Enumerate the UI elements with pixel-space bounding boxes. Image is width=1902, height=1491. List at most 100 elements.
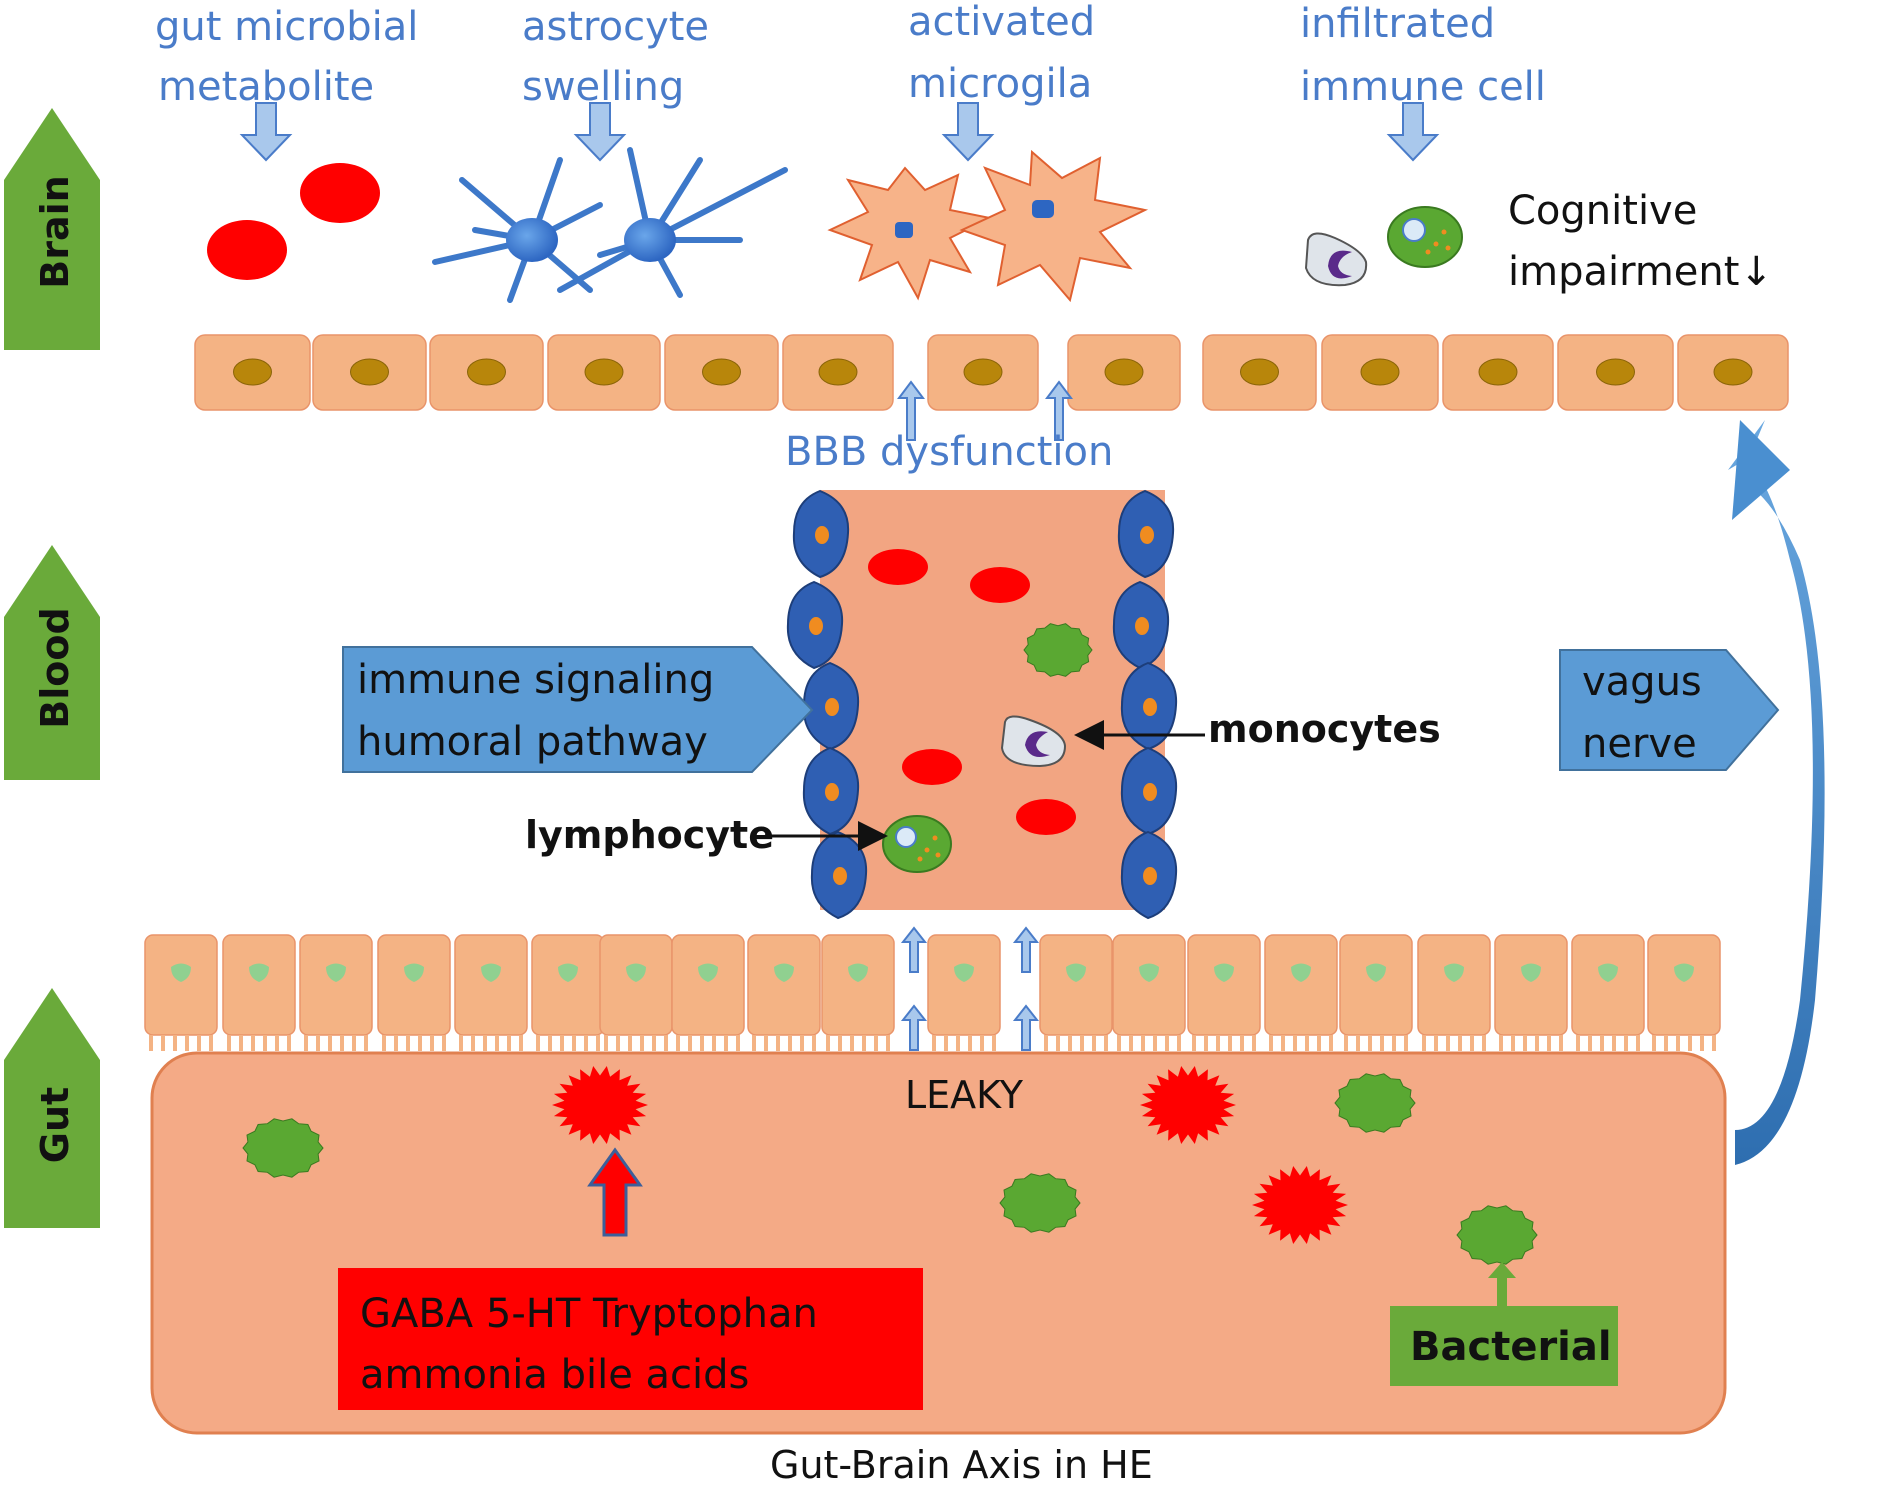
bbb-nucleus [1104, 358, 1144, 386]
gut-epithelial-cell [1339, 934, 1413, 1051]
figure-caption: Gut-Brain Axis in HE [770, 1443, 1153, 1487]
svg-text:infiltrated: infiltrated [1300, 1, 1495, 47]
bbb-nucleus [702, 358, 741, 386]
endothelial-cell [1120, 830, 1178, 920]
down-arrow-icon [941, 102, 995, 162]
svg-text:microgila: microgila [908, 61, 1092, 107]
label-infiltrated-immune-cell: infiltrated immune cell [1300, 1, 1546, 110]
gut-epithelial-cell [927, 934, 1001, 1051]
svg-text:Bacterial: Bacterial [1410, 1324, 1612, 1370]
endothelial-cell [802, 661, 860, 751]
svg-text:humoral pathway: humoral pathway [357, 719, 708, 765]
bacteria-blob [1456, 1205, 1538, 1265]
metabolites-box: GABA 5-HT Tryptophan ammonia bile acids [338, 1268, 923, 1410]
red-blood-cell [970, 567, 1030, 603]
section-arrow-blood: Blood [4, 545, 100, 780]
section-arrow-gut: Gut [4, 988, 100, 1228]
endothelial-cells-left [786, 489, 868, 920]
bbb-nucleus [467, 358, 506, 386]
metabolite-cell [207, 220, 287, 280]
bbb-dysfunction-label: BBB dysfunction [785, 429, 1113, 475]
endothelial-cell [1120, 746, 1178, 836]
bbb-cell-row [194, 334, 1789, 411]
bbb-nucleus [350, 358, 389, 386]
up-arrow-icon [1045, 380, 1073, 441]
lymphocyte-label: lymphocyte [525, 813, 774, 857]
bbb-nucleus [1713, 358, 1753, 386]
red-blood-cell [902, 749, 962, 785]
svg-text:gut microbial: gut microbial [155, 4, 418, 50]
up-arrow-icon [897, 380, 925, 441]
gut-epithelial-cell [1187, 934, 1261, 1051]
bacteria-icon [1023, 623, 1093, 677]
bbb-nucleus [818, 358, 858, 386]
bacteria-blob [999, 1173, 1081, 1233]
label-activated-microglia: activated microgila [908, 0, 1095, 107]
svg-text:nerve: nerve [1582, 721, 1697, 767]
endothelial-cell [792, 489, 850, 579]
gut-epithelial-cell [1571, 934, 1645, 1051]
section-arrow-brain: Brain [4, 108, 100, 350]
vagus-nerve-callout: vagus nerve [1559, 649, 1780, 771]
label-astrocyte-swelling: astrocyte swelling [522, 4, 709, 110]
endothelial-cell [1117, 489, 1175, 579]
bbb-nucleus [233, 358, 272, 386]
toxin-particle [1252, 1166, 1348, 1244]
metabolite-cell [300, 163, 380, 223]
monocyte-in-blood-icon [1000, 715, 1067, 768]
label-gut-microbial-metabolite: gut microbial metabolite [155, 4, 418, 110]
svg-text:Cognitive: Cognitive [1508, 188, 1697, 234]
astrocyte-body [506, 218, 558, 262]
toxin-particle [552, 1066, 648, 1144]
svg-text:GABA 5-HT Tryptophan: GABA 5-HT Tryptophan [360, 1291, 818, 1337]
gut-epithelial-cell [144, 934, 218, 1051]
microglia-icon [959, 149, 1149, 303]
toxin-particle [1140, 1066, 1236, 1144]
lymphocyte-icon [1387, 206, 1463, 268]
gut-epithelial-cell [821, 934, 895, 1051]
endothelial-cell [802, 746, 860, 836]
gut-bacteria [242, 1066, 1538, 1265]
gut-epithelium-row [144, 934, 1721, 1051]
red-blood-cell [868, 549, 928, 585]
bacteria-blob [1334, 1073, 1416, 1133]
down-arrow-icon [239, 102, 293, 162]
vagus-curve-arrow [1728, 420, 1825, 1165]
bbb-nucleus [584, 358, 624, 386]
bbb-nucleus [1478, 358, 1518, 386]
svg-text:immune signaling: immune signaling [357, 657, 714, 703]
red-up-arrow-icon [587, 1147, 643, 1237]
section-label-gut: Gut [33, 1087, 77, 1163]
bbb-nucleus [1360, 358, 1400, 386]
astrocyte-icon [432, 147, 788, 303]
monocyte-icon [1304, 232, 1368, 287]
endothelial-cell [810, 830, 868, 920]
down-arrow-icon [573, 102, 627, 162]
gut-epithelial-cell [454, 934, 528, 1051]
gut-epithelial-cell [599, 934, 673, 1051]
gut-epithelial-cell [1039, 934, 1113, 1051]
down-arrow-icon [1386, 102, 1440, 162]
microglia-icon [827, 166, 994, 301]
bbb-nucleus [963, 358, 1003, 386]
bacteria-blob [1023, 623, 1093, 677]
cognitive-impairment-label: Cognitive impairment↓ [1508, 188, 1773, 295]
red-blood-cell [1016, 799, 1076, 835]
lymphocyte-in-blood-icon [882, 815, 952, 873]
section-label-brain: Brain [33, 175, 77, 288]
leaky-label: LEAKY [905, 1073, 1024, 1117]
svg-text:ammonia bile acids: ammonia bile acids [360, 1352, 749, 1398]
gut-epithelial-cell [671, 934, 745, 1051]
gut-epithelial-cell [531, 934, 605, 1051]
gut-epithelial-cell [1264, 934, 1338, 1051]
endothelial-cell [786, 580, 844, 670]
section-label-blood: Blood [33, 607, 77, 728]
gut-epithelial-cell [1112, 934, 1186, 1051]
gut-epithelial-cell [1417, 934, 1491, 1051]
gut-epithelial-cell [222, 934, 296, 1051]
endothelial-cells-right [1112, 489, 1178, 920]
svg-text:astrocyte: astrocyte [522, 4, 709, 50]
up-arrow-icon [900, 926, 1040, 1051]
bacterial-box: Bacterial [1390, 1262, 1618, 1386]
